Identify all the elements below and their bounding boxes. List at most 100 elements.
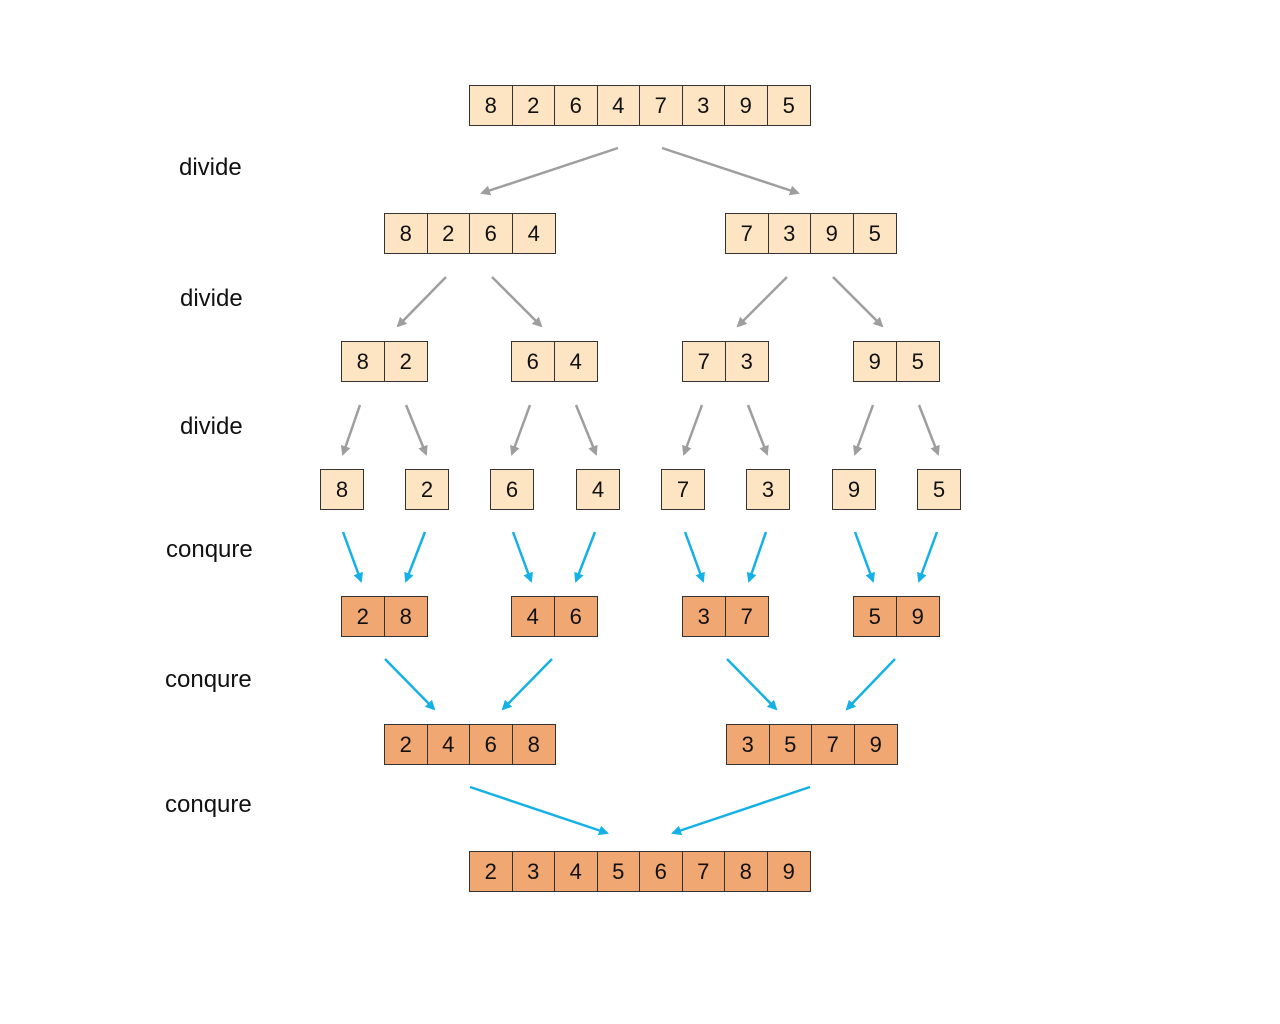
array-cell: 5 <box>853 214 896 253</box>
array-cell: 3 <box>682 86 725 125</box>
array-cell: 9 <box>811 214 854 253</box>
conquer-arrow <box>384 658 436 711</box>
divide-array-left: 8 2 6 4 <box>384 213 556 254</box>
merged-pair: 4 6 <box>511 596 598 637</box>
array-cell: 6 <box>640 852 683 891</box>
array-cell: 8 <box>512 725 555 764</box>
divide-arrow <box>746 404 769 456</box>
conquer-arrow <box>917 531 939 583</box>
divide-arrow <box>510 404 532 456</box>
array-cell: 9 <box>854 342 897 381</box>
array-cell: 8 <box>470 86 513 125</box>
divide-pair: 8 2 <box>341 341 428 382</box>
array-cell: 7 <box>726 214 769 253</box>
merged-pair: 3 7 <box>682 596 769 637</box>
divide-arrow <box>396 276 447 328</box>
conquer-arrow <box>469 785 609 836</box>
array-cell: 8 <box>385 214 428 253</box>
stage-label-conquer: conqure <box>165 666 252 693</box>
divide-pair: 7 3 <box>682 341 769 382</box>
single-element: 4 <box>576 469 620 510</box>
array-cell: 7 <box>640 86 683 125</box>
divide-arrow <box>574 404 598 456</box>
array-cell: 3 <box>725 342 768 381</box>
array-cell: 7 <box>725 597 768 636</box>
array-cell: 3 <box>727 725 770 764</box>
array-cell: 4 <box>427 725 470 764</box>
array-cell: 5 <box>854 597 897 636</box>
array-cell: 6 <box>512 342 555 381</box>
divide-arrow <box>682 404 704 456</box>
array-cell: 9 <box>896 597 939 636</box>
array-cell: 4 <box>597 86 640 125</box>
conquer-arrow <box>501 658 553 711</box>
conquer-arrow <box>404 531 427 583</box>
conquer-arrow <box>845 658 896 711</box>
array-cell: 2 <box>385 725 428 764</box>
merged-array-left: 2 4 6 8 <box>384 724 556 765</box>
array-cell: 3 <box>683 597 726 636</box>
array-cell: 4 <box>554 342 597 381</box>
array-cell: 3 <box>747 470 789 509</box>
array-cell: 6 <box>491 470 533 509</box>
array-cell: 5 <box>767 86 810 125</box>
array-cell: 4 <box>555 852 598 891</box>
array-cell: 7 <box>682 852 725 891</box>
array-cell: 4 <box>577 470 619 509</box>
divide-array-right: 7 3 9 5 <box>725 213 897 254</box>
array-cell: 6 <box>470 725 513 764</box>
divide-arrow <box>480 146 619 196</box>
single-element: 2 <box>405 469 449 510</box>
array-cell: 3 <box>768 214 811 253</box>
conquer-arrow <box>853 531 875 583</box>
array-cell: 2 <box>512 86 555 125</box>
divide-arrow <box>340 404 362 456</box>
stage-label-divide: divide <box>180 285 243 312</box>
array-cell: 6 <box>470 214 513 253</box>
array-cell: 4 <box>512 597 555 636</box>
array-cell: 2 <box>342 597 385 636</box>
array-cell: 6 <box>554 597 597 636</box>
single-element: 9 <box>832 469 876 510</box>
array-cell: 4 <box>512 214 555 253</box>
array-cell: 2 <box>384 342 427 381</box>
array-cell: 5 <box>597 852 640 891</box>
conquer-arrow <box>746 531 768 583</box>
array-cell: 7 <box>683 342 726 381</box>
single-element: 3 <box>746 469 790 510</box>
array-cell: 7 <box>662 470 704 509</box>
array-cell: 8 <box>384 597 427 636</box>
single-element: 5 <box>917 469 961 510</box>
stage-label-divide: divide <box>179 154 242 181</box>
divide-arrow <box>661 146 800 196</box>
merged-pair: 5 9 <box>853 596 940 637</box>
merged-array-right: 3 5 7 9 <box>726 724 898 765</box>
array-cell: 5 <box>896 342 939 381</box>
conquer-arrow <box>341 531 363 583</box>
single-element: 6 <box>490 469 534 510</box>
sorted-array: 2 3 4 5 6 7 8 9 <box>469 851 811 892</box>
stage-label-conquer: conqure <box>166 536 253 563</box>
divide-arrow <box>832 276 884 328</box>
stage-label-divide: divide <box>180 413 243 440</box>
divide-arrow <box>736 276 788 328</box>
single-element: 8 <box>320 469 364 510</box>
conquer-arrow <box>683 531 705 583</box>
divide-pair: 9 5 <box>853 341 940 382</box>
divide-arrow <box>404 404 428 456</box>
array-cell: 5 <box>769 725 812 764</box>
array-cell: 9 <box>767 852 810 891</box>
array-cell: 8 <box>342 342 385 381</box>
array-cell: 9 <box>854 725 897 764</box>
array-cell: 6 <box>555 86 598 125</box>
merged-pair: 2 8 <box>341 596 428 637</box>
conquer-arrow <box>574 531 597 583</box>
array-cell: 9 <box>725 86 768 125</box>
array-cell: 9 <box>833 470 875 509</box>
single-element: 7 <box>661 469 705 510</box>
divide-arrow <box>917 404 940 456</box>
array-cell: 2 <box>406 470 448 509</box>
array-cell: 8 <box>321 470 363 509</box>
array-cell: 3 <box>512 852 555 891</box>
